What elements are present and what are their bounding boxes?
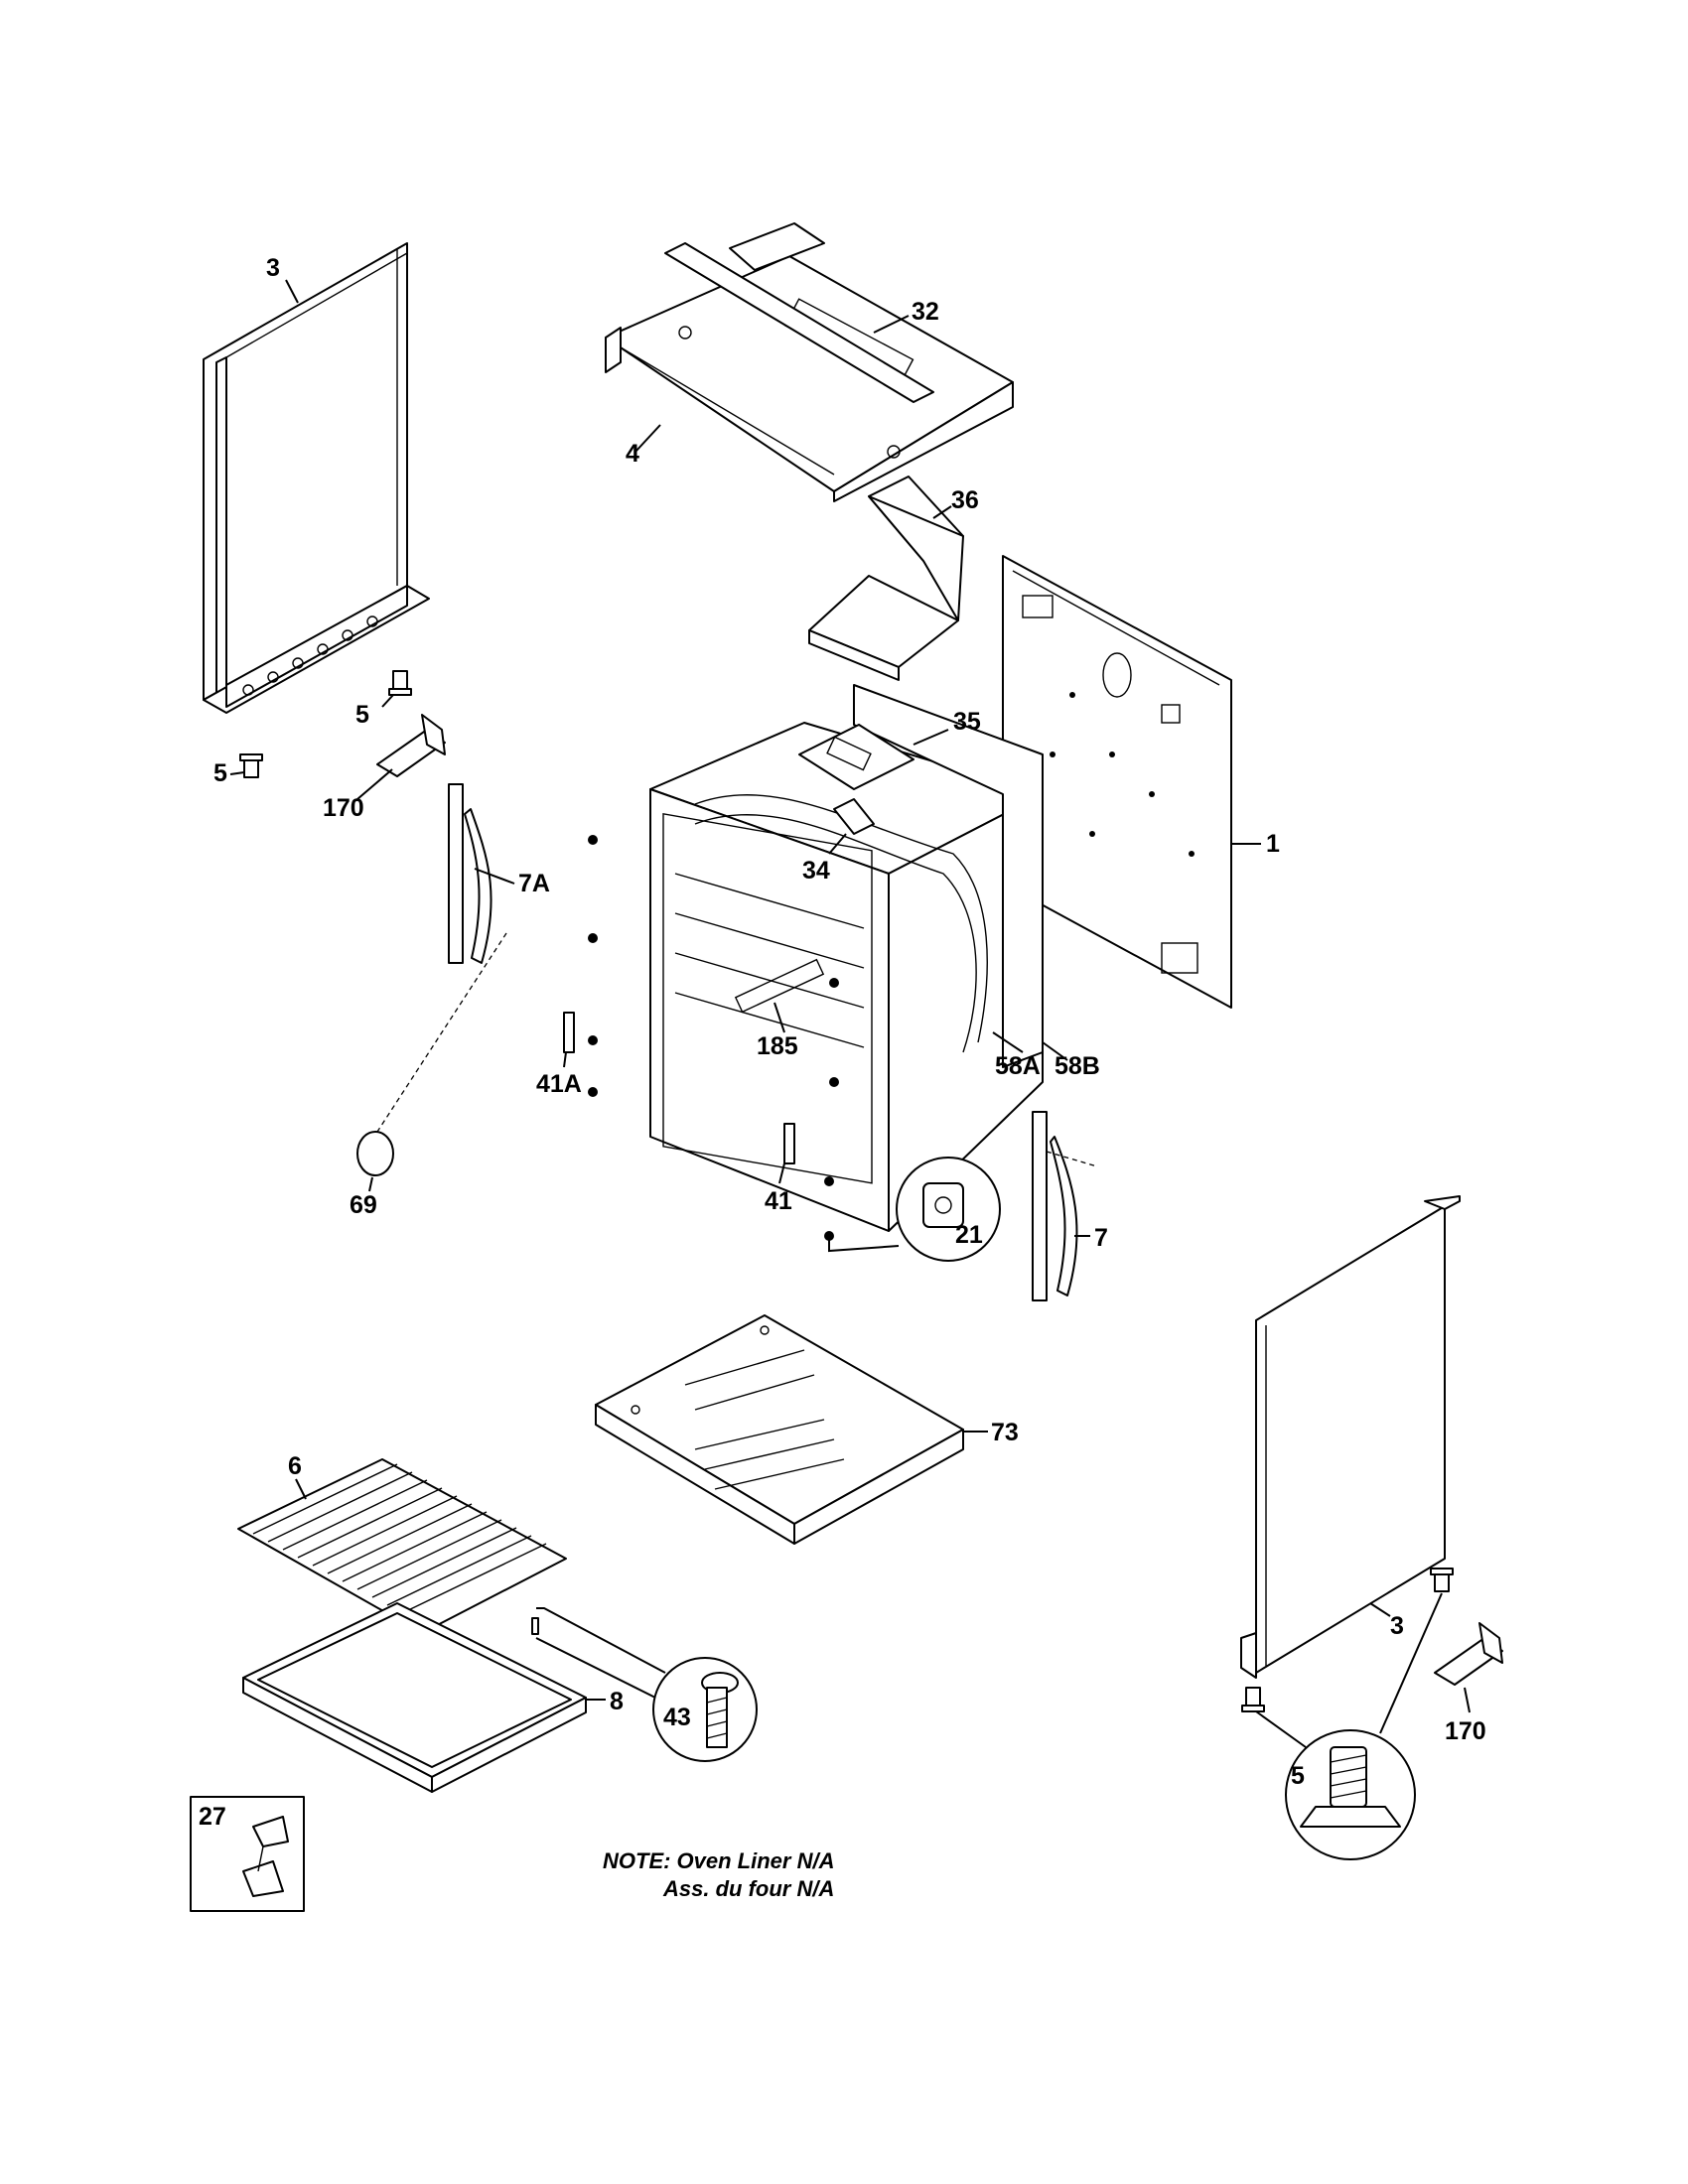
label-leveling-leg-upper: 5 [355,701,369,729]
label-insulation-a: 58A [995,1052,1041,1080]
label-screw: 43 [663,1704,691,1731]
label-side-panel-right: 3 [1390,1612,1404,1640]
label-insulation-b: 58B [1055,1052,1100,1080]
side-panel-right [1240,1195,1461,1679]
vent-box [828,798,875,855]
label-top-frame: 4 [626,440,639,468]
oven-screws [588,835,839,1241]
label-anti-tip-left: 170 [323,794,364,822]
oven-rack [237,1458,567,1634]
label-top-bracket: 32 [912,298,939,326]
note-line-1: NOTE: Oven Liner N/A [603,1848,834,1873]
light-lens [356,932,507,1192]
anti-tip-bracket-right [1434,1622,1503,1713]
insulation-bracket [798,724,949,790]
label-insulation-bracket: 35 [953,708,981,736]
label-side-panel-left: 3 [266,254,280,282]
note: NOTE: Oven Liner N/A Ass. du four N/A [603,1848,834,1901]
bottom-panel [595,1314,988,1545]
label-bottom-panel: 73 [991,1419,1019,1446]
side-panel-left [203,242,430,714]
label-hinge-receptacle: 21 [955,1221,983,1249]
vent-duct [808,476,964,681]
label-anti-tip-right: 170 [1445,1717,1486,1745]
top-bracket [664,222,934,403]
leveling-leg-upper [381,670,412,708]
note-line-2: Ass. du four N/A [662,1876,834,1901]
clip-inset [190,1796,305,1912]
label-clip-inset: 27 [199,1803,226,1831]
label-hinge-right: 7 [1094,1224,1108,1252]
leveling-leg-right [1241,1568,1454,1712]
leveling-leg-lower [229,753,263,778]
hinge-receptacle-detail [828,1157,1001,1262]
hinge-left [448,783,515,964]
label-light-lens: 69 [350,1191,377,1219]
door-stop-right [778,1123,795,1184]
anti-tip-bracket-left [356,714,446,800]
label-broiler-pan: 8 [610,1688,624,1715]
label-hinge-left: 7A [518,870,550,897]
top-frame [605,255,1014,502]
label-vent-duct: 36 [951,486,979,514]
label-door-stop-right: 41 [765,1187,792,1215]
broiler-pan [242,1602,606,1793]
label-leveling-leg-detail: 5 [1291,1762,1305,1790]
label-back-panel: 1 [1266,830,1280,858]
label-oven-rack: 6 [288,1452,302,1480]
label-vent-box: 34 [802,857,830,885]
label-door-stop-left: 41A [536,1070,582,1098]
screw-detail [531,1607,758,1762]
oven-body [649,722,1044,1232]
label-leveling-leg-lower: 5 [213,759,227,787]
door-stop-left [563,1012,575,1068]
hinge-right [1032,1111,1098,1301]
insulation-blankets [694,684,1068,1068]
part-labels: 3 32 4 36 5 35 5 170 1 34 7A 185 58A 58B… [199,254,1486,1831]
label-liner-vent: 185 [757,1032,798,1060]
leveling-leg-detail [1255,1592,1443,1860]
